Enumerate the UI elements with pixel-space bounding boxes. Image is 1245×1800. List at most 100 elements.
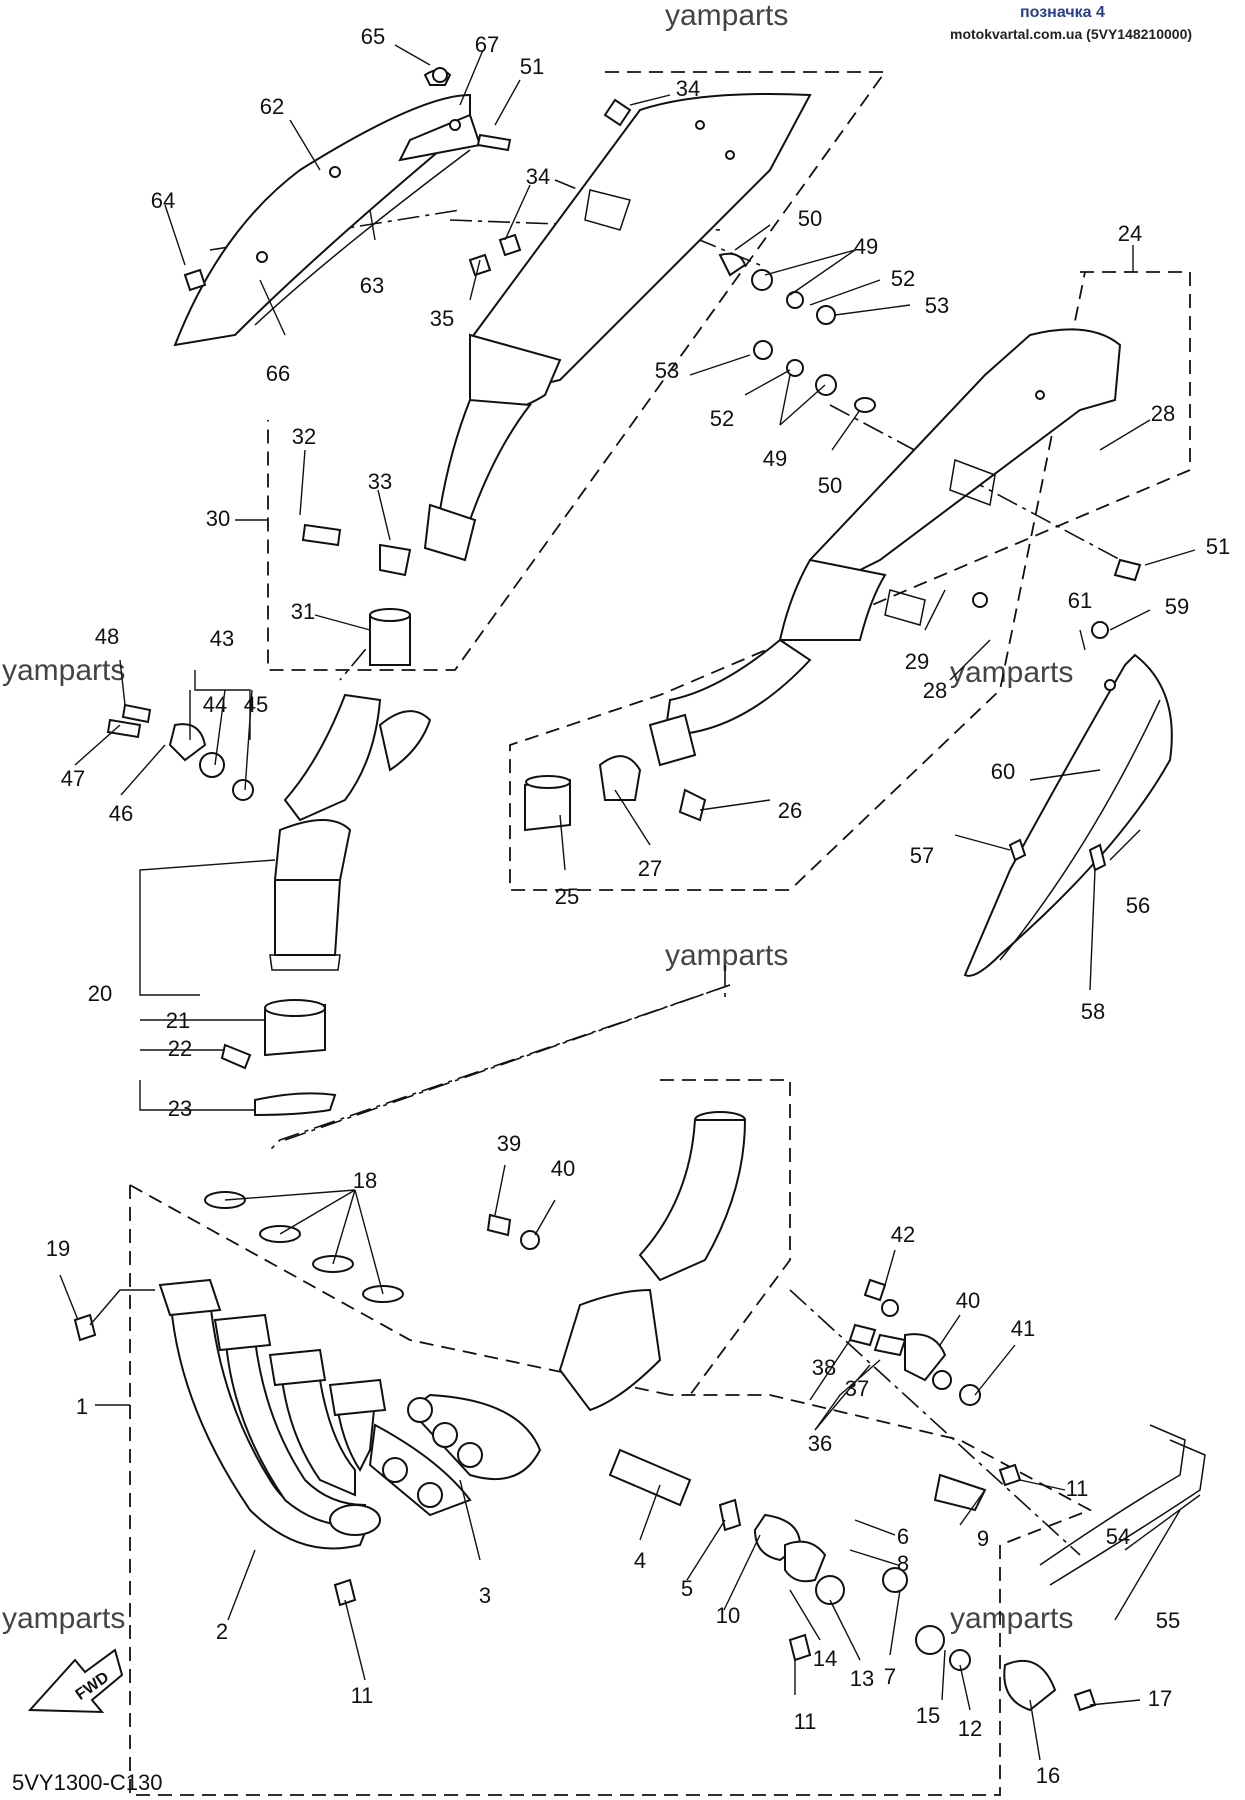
callout-27: 27 xyxy=(638,856,662,881)
watermark: yamparts xyxy=(2,654,125,687)
callout-42: 42 xyxy=(891,1222,915,1247)
callout-59: 59 xyxy=(1165,594,1189,619)
group-mid-box xyxy=(660,1079,791,1396)
group-30-box xyxy=(267,71,887,671)
callout-12: 12 xyxy=(958,1716,982,1741)
callout-6: 6 xyxy=(897,1524,909,1549)
callout-15: 15 xyxy=(916,1703,940,1728)
callout-40: 40 xyxy=(551,1156,575,1181)
callout-28: 28 xyxy=(1151,401,1175,426)
header-title: позначка 4 xyxy=(1020,4,1105,21)
callout-25: 25 xyxy=(555,884,579,909)
group-1-box xyxy=(129,1185,1093,1796)
leader-lines xyxy=(59,44,1201,1761)
header-gaskets xyxy=(204,1191,404,1303)
callouts: 65 67 51 34 62 64 34 50 49 52 53 35 63 6… xyxy=(46,24,1230,1788)
callout-11: 11 xyxy=(351,1683,374,1708)
callout-3: 3 xyxy=(479,1583,491,1608)
callout-20: 20 xyxy=(88,981,112,1006)
connector-line xyxy=(284,984,731,1141)
callout-55: 55 xyxy=(1156,1608,1180,1633)
watermark: yamparts xyxy=(665,939,788,972)
callout-48: 48 xyxy=(95,624,119,649)
callout-31: 31 xyxy=(291,599,315,624)
callout-57: 57 xyxy=(910,843,934,868)
exhaust-headers xyxy=(158,1278,387,1550)
callout-62: 62 xyxy=(260,94,284,119)
callout-26: 26 xyxy=(778,798,802,823)
connector-line xyxy=(789,1289,1081,1556)
callout-38: 38 xyxy=(812,1355,836,1380)
callout-34: 34 xyxy=(526,164,550,189)
mid-pipe xyxy=(269,693,432,971)
right-muffler xyxy=(648,328,1122,767)
callout-46: 46 xyxy=(109,801,133,826)
callout-53: 53 xyxy=(655,358,679,383)
callout-16: 16 xyxy=(1036,1763,1060,1788)
callout-50: 50 xyxy=(818,473,842,498)
callout-28: 28 xyxy=(923,678,947,703)
callout-49: 49 xyxy=(854,234,878,259)
callout-65: 65 xyxy=(361,24,385,49)
callout-66: 66 xyxy=(266,361,290,386)
callout-36: 36 xyxy=(808,1431,832,1456)
callout-39: 39 xyxy=(497,1131,521,1156)
callout-51: 51 xyxy=(520,54,544,79)
callout-29: 29 xyxy=(905,649,929,674)
callout-56: 56 xyxy=(1126,893,1150,918)
callout-8: 8 xyxy=(897,1551,909,1576)
callout-7: 7 xyxy=(884,1664,896,1689)
callout-5: 5 xyxy=(681,1576,693,1601)
left-muffler-cover xyxy=(173,93,482,347)
left-muffler xyxy=(423,93,812,562)
callout-43: 43 xyxy=(210,626,234,651)
callout-60: 60 xyxy=(991,759,1015,784)
collector-gasket xyxy=(368,1393,542,1517)
callout-33: 33 xyxy=(368,469,392,494)
callout-49: 49 xyxy=(763,446,787,471)
callout-11: 11 xyxy=(794,1709,817,1734)
callout-40: 40 xyxy=(956,1288,980,1313)
callout-52: 52 xyxy=(710,406,734,431)
callout-51: 51 xyxy=(1206,534,1230,559)
callout-18: 18 xyxy=(353,1168,377,1193)
callout-45: 45 xyxy=(244,692,268,717)
fasteners xyxy=(73,67,1142,1712)
callout-11: 11 xyxy=(1066,1476,1089,1501)
exup-cables xyxy=(1039,1424,1206,1586)
watermark: yamparts xyxy=(2,1602,125,1635)
callout-58: 58 xyxy=(1081,999,1105,1024)
callout-4: 4 xyxy=(634,1548,646,1573)
gaskets-and-clamps xyxy=(254,543,642,1117)
callout-61: 61 xyxy=(1068,588,1092,613)
callout-41: 41 xyxy=(1011,1316,1035,1341)
callout-34: 34 xyxy=(676,76,700,101)
callout-67: 67 xyxy=(475,32,499,57)
callout-1: 1 xyxy=(76,1394,88,1419)
right-muffler-cover xyxy=(963,653,1173,977)
callout-24: 24 xyxy=(1118,221,1142,246)
callout-44: 44 xyxy=(203,692,227,717)
header-site: motokvartal.com.ua (5VY148210000) xyxy=(950,26,1193,42)
callout-2: 2 xyxy=(216,1619,228,1644)
callout-53: 53 xyxy=(925,293,949,318)
fwd-arrow-icon: FWD xyxy=(27,1648,124,1714)
callout-23: 23 xyxy=(168,1096,192,1121)
callout-50: 50 xyxy=(798,206,822,231)
watermark: yamparts xyxy=(950,1602,1073,1635)
callout-9: 9 xyxy=(977,1526,989,1551)
callout-32: 32 xyxy=(292,424,316,449)
callout-17: 17 xyxy=(1148,1686,1172,1711)
callout-52: 52 xyxy=(891,266,915,291)
callout-35: 35 xyxy=(430,306,454,331)
watermark: yamparts xyxy=(665,0,788,32)
callout-13: 13 xyxy=(850,1666,874,1691)
callout-47: 47 xyxy=(61,766,85,791)
callout-21: 21 xyxy=(166,1008,190,1033)
callout-22: 22 xyxy=(168,1036,192,1061)
callout-37: 37 xyxy=(845,1376,869,1401)
callout-64: 64 xyxy=(151,188,175,213)
callout-30: 30 xyxy=(206,506,230,531)
link-pipe xyxy=(558,1111,747,1412)
